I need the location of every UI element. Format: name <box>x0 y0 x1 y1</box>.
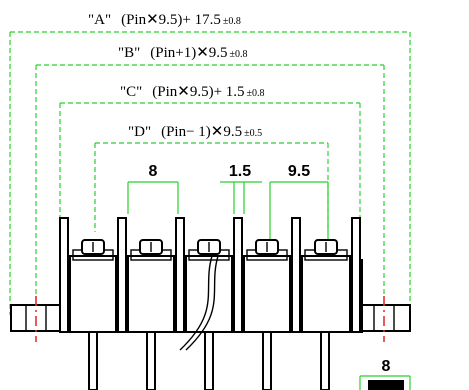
svg-text:"D"(Pin− 1)✕9.5±0.5: "D" (Pin− 1)✕9.5±0.5 <box>128 124 262 140</box>
svg-text:"C"(Pin✕9.5)+ 1.5±0.8: "C" (Pin✕9.5)+ 1.5±0.8 <box>120 84 265 100</box>
dimension-b-name: "B" <box>118 45 140 61</box>
dimension-c-name: "C" <box>120 84 142 100</box>
dimension-a-name: "A" <box>88 12 111 28</box>
dimension-d-name: "D" <box>128 124 151 140</box>
svg-text:"B"(Pin+1)✕9.5±0.8: "B" (Pin+1)✕9.5±0.8 <box>118 45 248 61</box>
callout-pitch: 9.5 <box>269 163 329 246</box>
break-lines <box>179 255 219 351</box>
svg-text:"A"(Pin✕9.5)+ 17.5±0.8: "A" (Pin✕9.5)+ 17.5±0.8 <box>88 12 241 28</box>
dimension-a-formula: (Pin✕9.5)+ 17.5 <box>121 12 221 28</box>
dimension-a: "A"(Pin✕9.5)+ 17.5±0.8 <box>9 12 411 315</box>
barrier-thickness-label: 1.5 <box>229 163 251 180</box>
callout-barrier-thickness: 1.5 <box>220 163 262 214</box>
dimension-c-tolerance: ±0.8 <box>247 88 265 99</box>
dimension-b-tolerance: ±0.8 <box>230 49 248 60</box>
corner-width-label: 8 <box>382 358 391 375</box>
dimension-b: "B"(Pin+1)✕9.5±0.8 <box>35 45 385 300</box>
barrier-width-label: 8 <box>149 163 158 180</box>
terminal-cell <box>301 239 351 333</box>
dimension-c: "C" (Pin✕9.5)+ 1.5±0.8 <box>59 84 361 218</box>
left-mounting-flange <box>10 296 62 342</box>
right-mounting-flange <box>359 296 411 342</box>
terminal-cell <box>127 239 175 333</box>
terminal-cell <box>243 239 291 333</box>
callout-corner-width: 8 <box>359 358 411 390</box>
dimension-d-formula: (Pin− 1)✕9.5 <box>161 124 242 140</box>
solder-pins <box>88 331 330 390</box>
terminal-cell <box>69 239 117 333</box>
dimension-b-formula: (Pin+1)✕9.5 <box>150 45 227 61</box>
dimension-d-tolerance: ±0.5 <box>244 128 262 139</box>
dimension-c-formula: (Pin✕9.5)+ 1.5 <box>152 84 244 100</box>
barriers <box>59 217 361 333</box>
dimension-a-tolerance: ±0.8 <box>223 16 241 27</box>
pitch-label: 9.5 <box>288 163 310 180</box>
callout-barrier-width: 8 <box>127 163 179 214</box>
